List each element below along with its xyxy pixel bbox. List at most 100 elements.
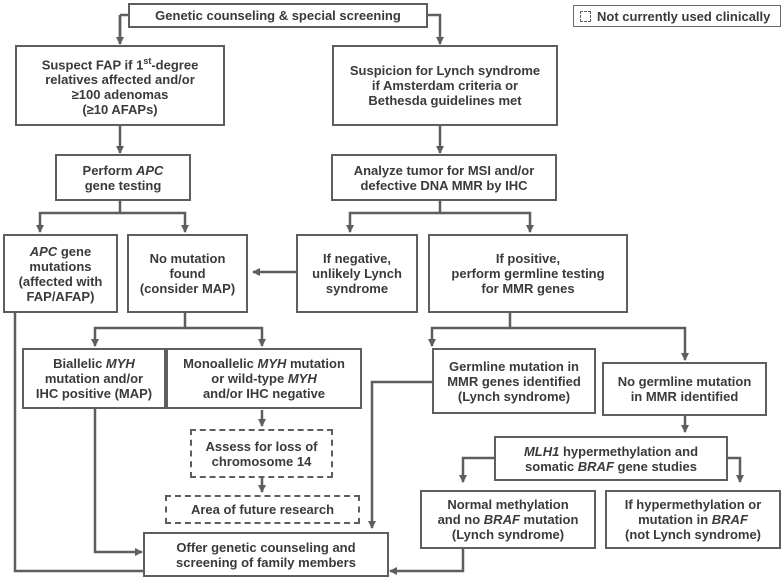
node-text-run: Perform — [82, 162, 136, 178]
node-text-line: No mutation — [140, 251, 235, 266]
node-text-run: BRAF — [711, 512, 748, 527]
node-text-line: Bethesda guidelines met — [350, 93, 540, 108]
node-text-run: unlikely Lynch — [312, 266, 402, 281]
node-text-line: Suspicion for Lynch syndrome — [350, 63, 540, 78]
node-text-line: FAP/AFAP) — [19, 289, 103, 304]
node-text-line: Perform APC — [83, 163, 164, 178]
node-text-run: in MMR identified — [630, 389, 739, 404]
node-text-line: unlikely Lynch — [312, 266, 402, 281]
node-text-run: if Amsterdam criteria or — [371, 78, 519, 93]
node-genetic-counseling: Genetic counseling & special screening — [128, 3, 428, 28]
node-text-run: mutation — [286, 356, 345, 371]
connector-mlh1-split-right — [728, 456, 744, 483]
legend-label: Not currently used clinically — [597, 8, 771, 24]
node-text-line: mutations — [19, 259, 103, 274]
legend: Not currently used clinically — [573, 5, 781, 27]
node-text-run: Normal methylation — [447, 497, 569, 512]
node-text-run: Germline mutation in — [448, 358, 579, 374]
node-text-run: IHC positive (MAP) — [35, 386, 153, 401]
node-text-run: Bethesda guidelines met — [368, 93, 522, 108]
node-text-line: MMR genes identified — [447, 374, 581, 389]
node-text-run: BRAF — [483, 512, 520, 527]
node-text-run: No mutation — [149, 251, 226, 266]
node-text-run: screening of family members — [176, 554, 356, 570]
node-text-run: (Lynch syndrome) — [457, 388, 571, 404]
node-text-run: mutation and/or — [44, 371, 144, 386]
node-text-run: Offer genetic counseling and — [176, 539, 356, 555]
node-text-run: MYH — [105, 356, 135, 371]
node-text-run: Assess for loss of — [205, 438, 318, 454]
node-text-line: somatic BRAF gene studies — [524, 459, 698, 474]
node-text-run: MMR genes identified — [447, 373, 581, 389]
connector-apc-split-right — [120, 211, 189, 233]
node-text-run: defective DNA MMR by IHC — [360, 177, 528, 193]
node-text-run: for MMR genes — [481, 281, 575, 296]
node-text-line: Assess for loss of — [206, 439, 318, 454]
node-text-line: chromosome 14 — [206, 454, 318, 469]
node-text-line: and no BRAF mutation — [438, 512, 579, 527]
node-text-run: relatives affected and/or — [45, 72, 195, 88]
node-text-line: (Lynch syndrome) — [447, 389, 581, 404]
node-text-run: If negative, — [323, 251, 391, 266]
node-future-research: Area of future research — [165, 495, 360, 524]
node-text-line: mutation and/or — [36, 371, 152, 386]
node-text-run: If positive, — [495, 251, 561, 266]
node-text-run: Suspect FAP if 1 — [41, 57, 144, 73]
node-text-line: (Lynch syndrome) — [438, 527, 579, 542]
node-text-run: and no — [437, 512, 484, 527]
node-text-run: gene testing — [84, 177, 162, 193]
node-text-line: Biallelic MYH — [36, 356, 152, 371]
node-text-run: MYH — [257, 356, 287, 371]
node-text-line: defective DNA MMR by IHC — [354, 178, 535, 193]
node-text-run: Suspicion for Lynch syndrome — [349, 63, 541, 78]
node-text-run: Analyze tumor for MSI and/or — [353, 162, 535, 178]
node-text-run: MYH — [287, 371, 317, 386]
node-text-run: somatic — [525, 458, 578, 474]
node-text-run: No germline mutation — [617, 374, 752, 389]
node-text-line: mutation in BRAF — [625, 512, 762, 527]
connector-positive-split-right — [510, 326, 689, 361]
node-text-line: and/or IHC negative — [183, 386, 345, 401]
node-text-run: chromosome 14 — [211, 453, 312, 469]
node-text-run: (consider MAP) — [139, 281, 236, 296]
connector-tumor-split-right — [440, 211, 534, 233]
node-text-line: Genetic counseling & special screening — [155, 8, 401, 23]
connector-apc-split-left — [36, 200, 122, 233]
node-text-line: Monoallelic MYH mutation — [183, 356, 345, 371]
node-text: Genetic counseling & special screening — [155, 8, 401, 23]
node-text-run: perform germline testing — [451, 266, 605, 281]
node-text-line: IHC positive (MAP) — [36, 386, 152, 401]
node-text-line: (≥10 AFAPs) — [42, 102, 199, 117]
node-text-line: gene testing — [83, 178, 164, 193]
node-text-run: syndrome — [325, 281, 389, 296]
node-text-run: gene studies — [613, 458, 697, 474]
node-text-run: mutation in — [638, 512, 712, 527]
node-text-run: (not Lynch syndrome) — [624, 527, 762, 542]
node-text-run: (Lynch syndrome) — [451, 527, 565, 542]
node-text-line: APC gene — [19, 244, 103, 259]
connector-biallelic-to-offer — [93, 408, 143, 556]
